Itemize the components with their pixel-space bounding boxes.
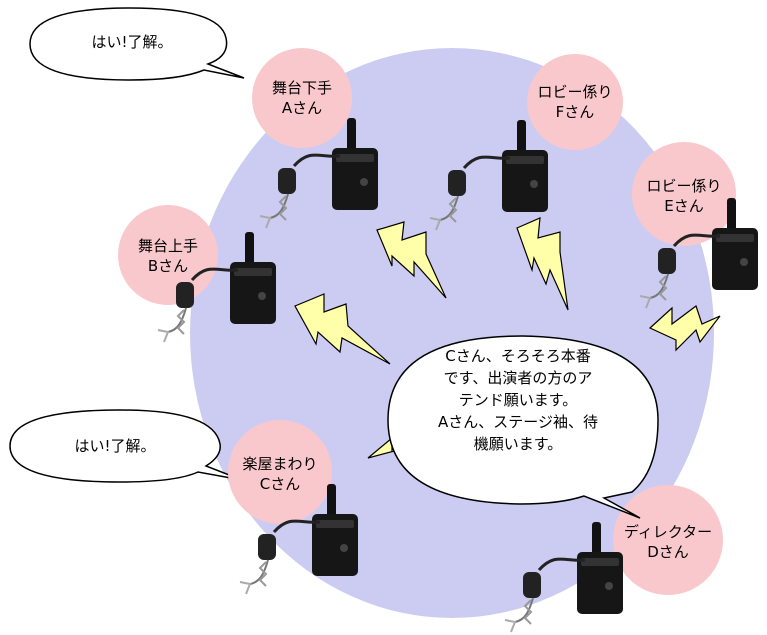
staff-role: ロビー係り <box>646 177 722 195</box>
staff-label-e: ロビー係り Eさん <box>634 176 734 216</box>
staff-role: 楽屋まわり <box>242 455 318 473</box>
staff-circle-e <box>632 142 736 246</box>
center-line: テンド願います。 <box>458 391 578 409</box>
staff-name: Fさん <box>555 103 595 121</box>
staff-label-c: 楽屋まわり Cさん <box>228 454 332 494</box>
staff-circle-f <box>527 54 623 150</box>
center-line: Aさん、ステージ袖、待 <box>438 413 598 431</box>
staff-circle-c <box>228 420 332 524</box>
staff-role: ディレクター <box>623 523 713 541</box>
reply-top: はい!了解。 <box>91 33 173 51</box>
staff-circle-a <box>252 48 352 148</box>
speech-bubble-center <box>387 335 659 519</box>
speech-bubble-top <box>29 7 245 81</box>
staff-name: Eさん <box>664 197 704 215</box>
staff-name: Aさん <box>281 99 323 117</box>
staff-label-a: 舞台下手 Aさん <box>252 78 352 118</box>
staff-name: Dさん <box>647 543 689 561</box>
staff-role: 舞台下手 <box>271 79 332 97</box>
staff-name: Bさん <box>147 257 189 275</box>
center-message: Cさん、そろそろ本番 です、出演者の方のア テンド願います。 Aさん、ステージ袖… <box>398 345 638 455</box>
staff-name: Cさん <box>259 475 301 493</box>
staff-role: 舞台上手 <box>137 237 198 255</box>
staff-label-b: 舞台上手 Bさん <box>118 236 218 276</box>
reply-left: はい!了解。 <box>74 437 156 455</box>
staff-label-f: ロビー係り Fさん <box>525 82 625 122</box>
center-line: 機願います。 <box>473 435 563 453</box>
speech-bubble-left <box>9 409 243 483</box>
staff-label-d: ディレクター Dさん <box>612 522 724 562</box>
staff-circle-d <box>613 485 723 595</box>
center-line: Cさん、そろそろ本番 <box>445 347 591 365</box>
staff-role: ロビー係り <box>537 83 613 101</box>
center-line: です、出演者の方のア <box>443 369 593 387</box>
